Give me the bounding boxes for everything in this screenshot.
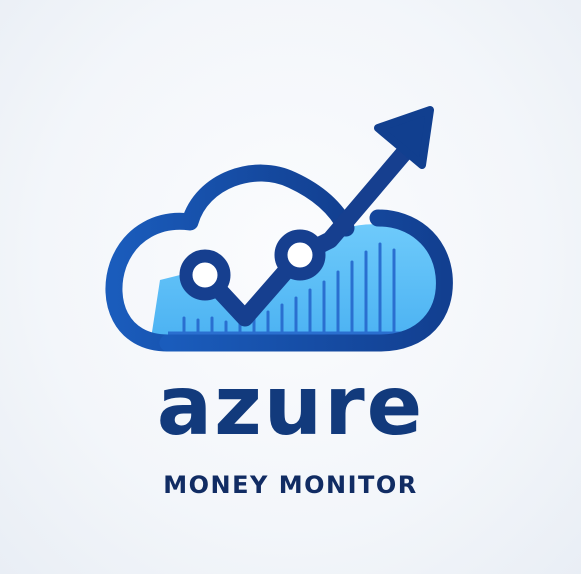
chart-node [274,229,326,281]
brand-wordmark: azure [156,359,425,454]
chart-node [179,249,231,301]
cloud-outline [105,164,355,352]
arrow-up-icon [374,106,434,169]
brand-tagline: MONEY MONITOR [163,471,418,499]
